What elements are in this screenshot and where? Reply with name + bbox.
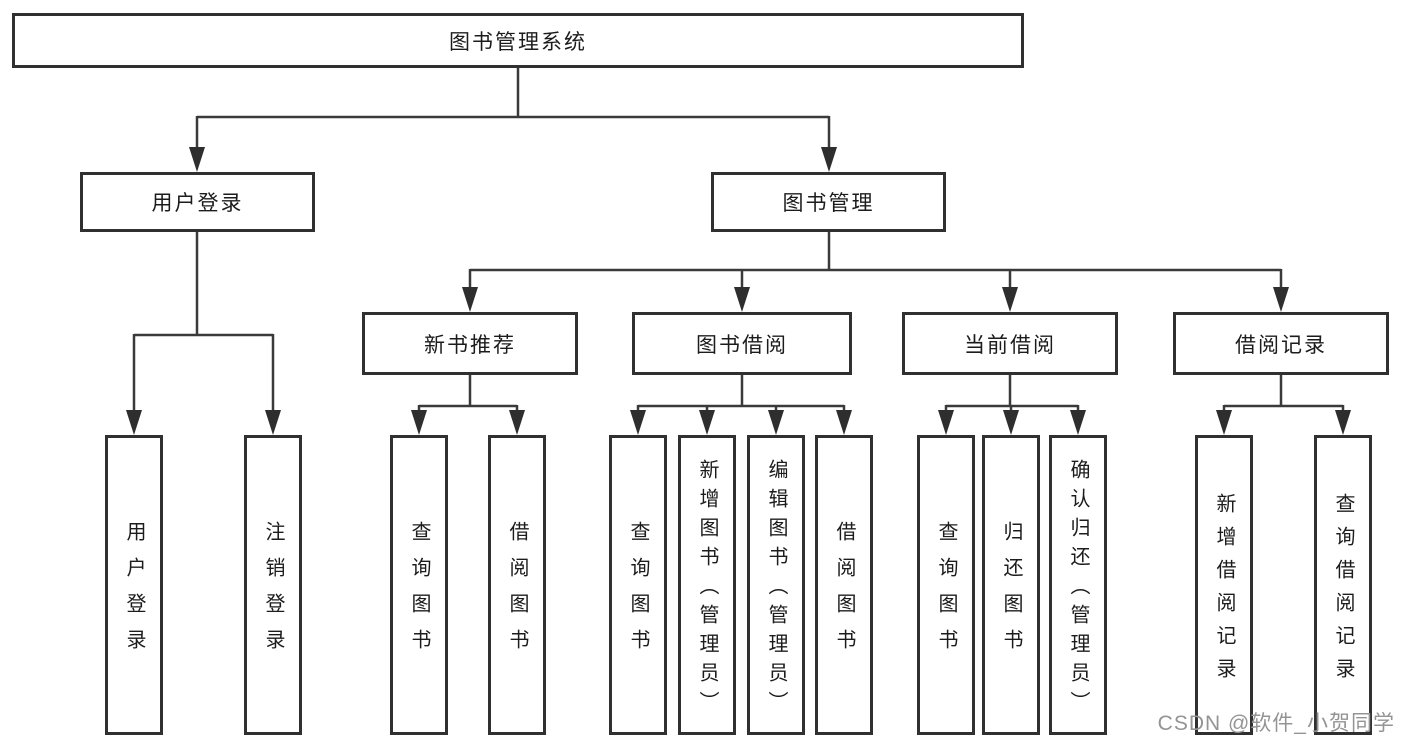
node-leaf-confirm-return-admin: 确认归还（管理员） (1049, 435, 1107, 735)
leaf-label: 新增借阅记录 (1213, 492, 1235, 691)
leaf-label: 新增图书（管理员） (696, 459, 718, 720)
node-leaf-query-books-recommend: 查询图书 (390, 435, 448, 735)
leaf-label: 归还图书 (1000, 521, 1022, 665)
node-leaf-borrow-books-recommend: 借阅图书 (488, 435, 546, 735)
csdn-watermark: CSDN @软件_小贺同学 (1157, 712, 1395, 735)
node-root: 图书管理系统 (12, 13, 1024, 68)
node-current-borrowing: 当前借阅 (902, 312, 1118, 375)
node-book-borrowing: 图书借阅 (632, 312, 852, 375)
node-borrowing-records: 借阅记录 (1173, 312, 1389, 375)
leaf-label: 借阅图书 (833, 521, 855, 665)
leaf-label: 用户登录 (123, 521, 145, 665)
node-new-book-recommendation: 新书推荐 (362, 312, 578, 375)
node-leaf-return-books: 归还图书 (982, 435, 1040, 735)
node-user-login: 用户登录 (80, 172, 315, 232)
node-book-management: 图书管理 (711, 172, 946, 232)
leaf-label: 查询图书 (935, 521, 957, 665)
leaf-label: 确认归还（管理员） (1067, 459, 1089, 720)
node-leaf-add-book-admin: 新增图书（管理员） (678, 435, 736, 735)
node-leaf-edit-book-admin: 编辑图书（管理员） (747, 435, 805, 735)
leaf-label: 查询借阅记录 (1332, 492, 1354, 691)
node-leaf-logout: 注销登录 (244, 435, 302, 735)
leaf-label: 查询图书 (627, 521, 649, 665)
leaf-label: 注销登录 (262, 521, 284, 665)
node-leaf-borrow-books: 借阅图书 (815, 435, 873, 735)
node-leaf-query-borrow-record: 查询借阅记录 (1314, 435, 1372, 735)
leaf-label: 借阅图书 (506, 521, 528, 665)
node-leaf-user-login: 用户登录 (105, 435, 163, 735)
node-leaf-add-borrow-record: 新增借阅记录 (1195, 435, 1253, 735)
node-leaf-query-books-borrow: 查询图书 (609, 435, 667, 735)
node-leaf-query-books-current: 查询图书 (917, 435, 975, 735)
leaf-label: 编辑图书（管理员） (765, 459, 787, 720)
leaf-label: 查询图书 (408, 521, 430, 665)
